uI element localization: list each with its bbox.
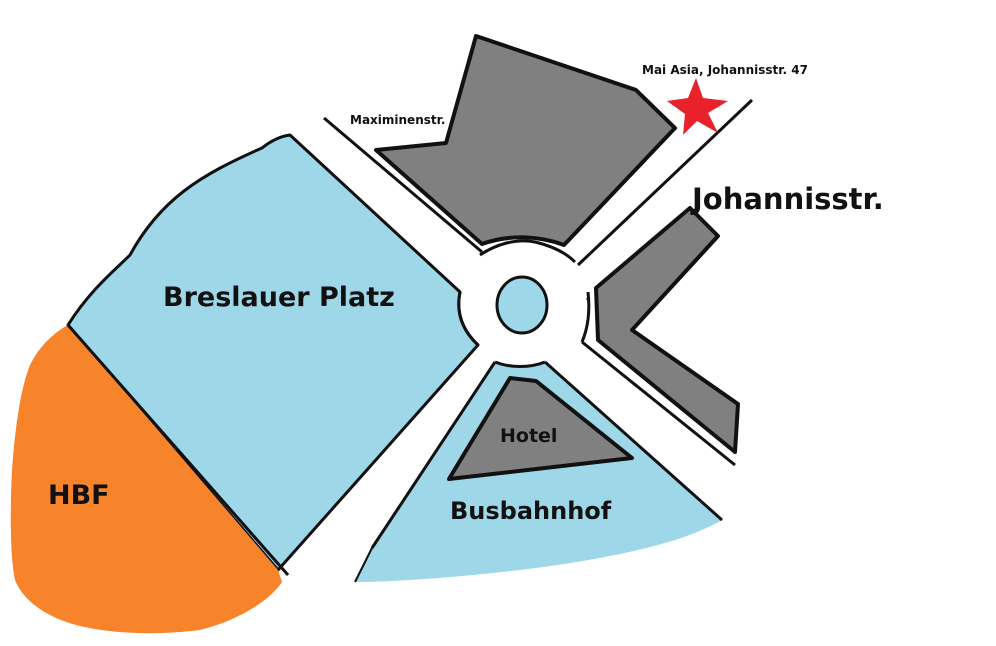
road-edge [354,547,373,583]
hbf-label: HBF [48,480,110,511]
road-edge [370,361,497,549]
road-edge [581,340,736,467]
star-icon[interactable] [667,78,728,135]
roundabout-edge [494,360,546,368]
hbf-area[interactable] [10,325,283,634]
busbahnhof-label: Busbahnhof [450,497,612,525]
road-edge [576,98,754,267]
poi-label: Mai Asia, Johannisstr. 47 [642,63,808,77]
hotel-building[interactable] [447,376,634,481]
roundabout-island [495,275,549,335]
building-north[interactable] [374,34,677,247]
hotel-label: Hotel [500,425,557,447]
busbahnhof-area[interactable] [355,362,722,582]
road-edge [323,116,483,254]
hbf-boundary [66,324,290,576]
johannisstr-label: Johannisstr. [690,182,884,216]
roundabout-edge [580,291,591,343]
maximinenstr-label: Maximinenstr. [350,113,445,127]
roundabout-edge [457,291,480,347]
building-east[interactable] [594,206,740,454]
road-edge [544,360,723,522]
roundabout-edge [479,239,577,264]
breslauer-platz-label: Breslauer Platz [163,282,395,313]
